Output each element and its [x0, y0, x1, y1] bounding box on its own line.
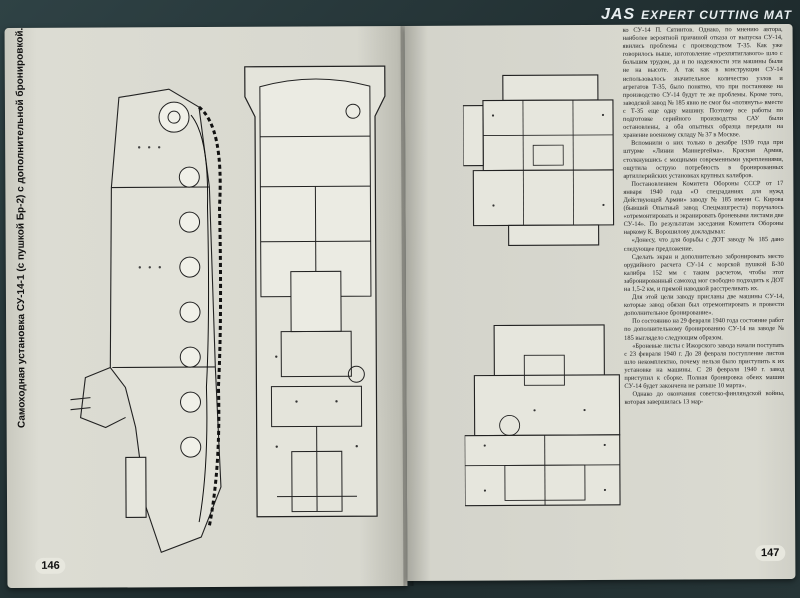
mat-brand: JAS EXPERT CUTTING MAT	[601, 6, 792, 24]
paragraph: Однако до окончания советско-финляндской…	[624, 390, 785, 407]
front-view-drawing	[464, 324, 621, 507]
paragraph: «Донесу, что для борьбы с ДОТ заводу № 1…	[623, 236, 784, 253]
paragraph: Вспомнили о них только в декабре 1939 го…	[623, 139, 784, 180]
paragraph: ко СУ-14 П. Сятинтов. Однако, по мнению …	[622, 25, 784, 140]
right-page-text-column: ко СУ-14 П. Сятинтов. Однако, по мнению …	[623, 26, 786, 547]
mat-brand-text: EXPERT CUTTING MAT	[641, 8, 792, 22]
open-book: Самоходная установка СУ-14-1 (с пушкой Б…	[4, 14, 797, 596]
top-view-drawing	[244, 65, 386, 518]
left-page: Самоходная установка СУ-14-1 (с пушкой Б…	[4, 25, 408, 589]
left-page-caption: Самоходная установка СУ-14-1 (с пушкой Б…	[14, 27, 28, 429]
rear-view-drawing	[462, 74, 615, 246]
paragraph: «Броневые листы с Ижорского завода начал…	[624, 341, 785, 390]
right-page: ко СУ-14 П. Сятинтов. Однако, по мнению …	[404, 23, 796, 581]
left-page-number: 146	[35, 557, 66, 574]
paragraph: Постановлением Комитета Обороны СССР от …	[623, 179, 784, 237]
side-view-drawing	[70, 88, 223, 553]
paragraph: Сделать экран и дополнительно заброниров…	[623, 252, 784, 293]
mat-brand-logo: JAS	[600, 6, 636, 23]
paragraph: По состоянию на 29 февраля 1940 года сос…	[624, 317, 785, 342]
paragraph: Для этой цели заводу присланы две машины…	[623, 293, 785, 318]
right-page-number: 147	[754, 544, 786, 562]
